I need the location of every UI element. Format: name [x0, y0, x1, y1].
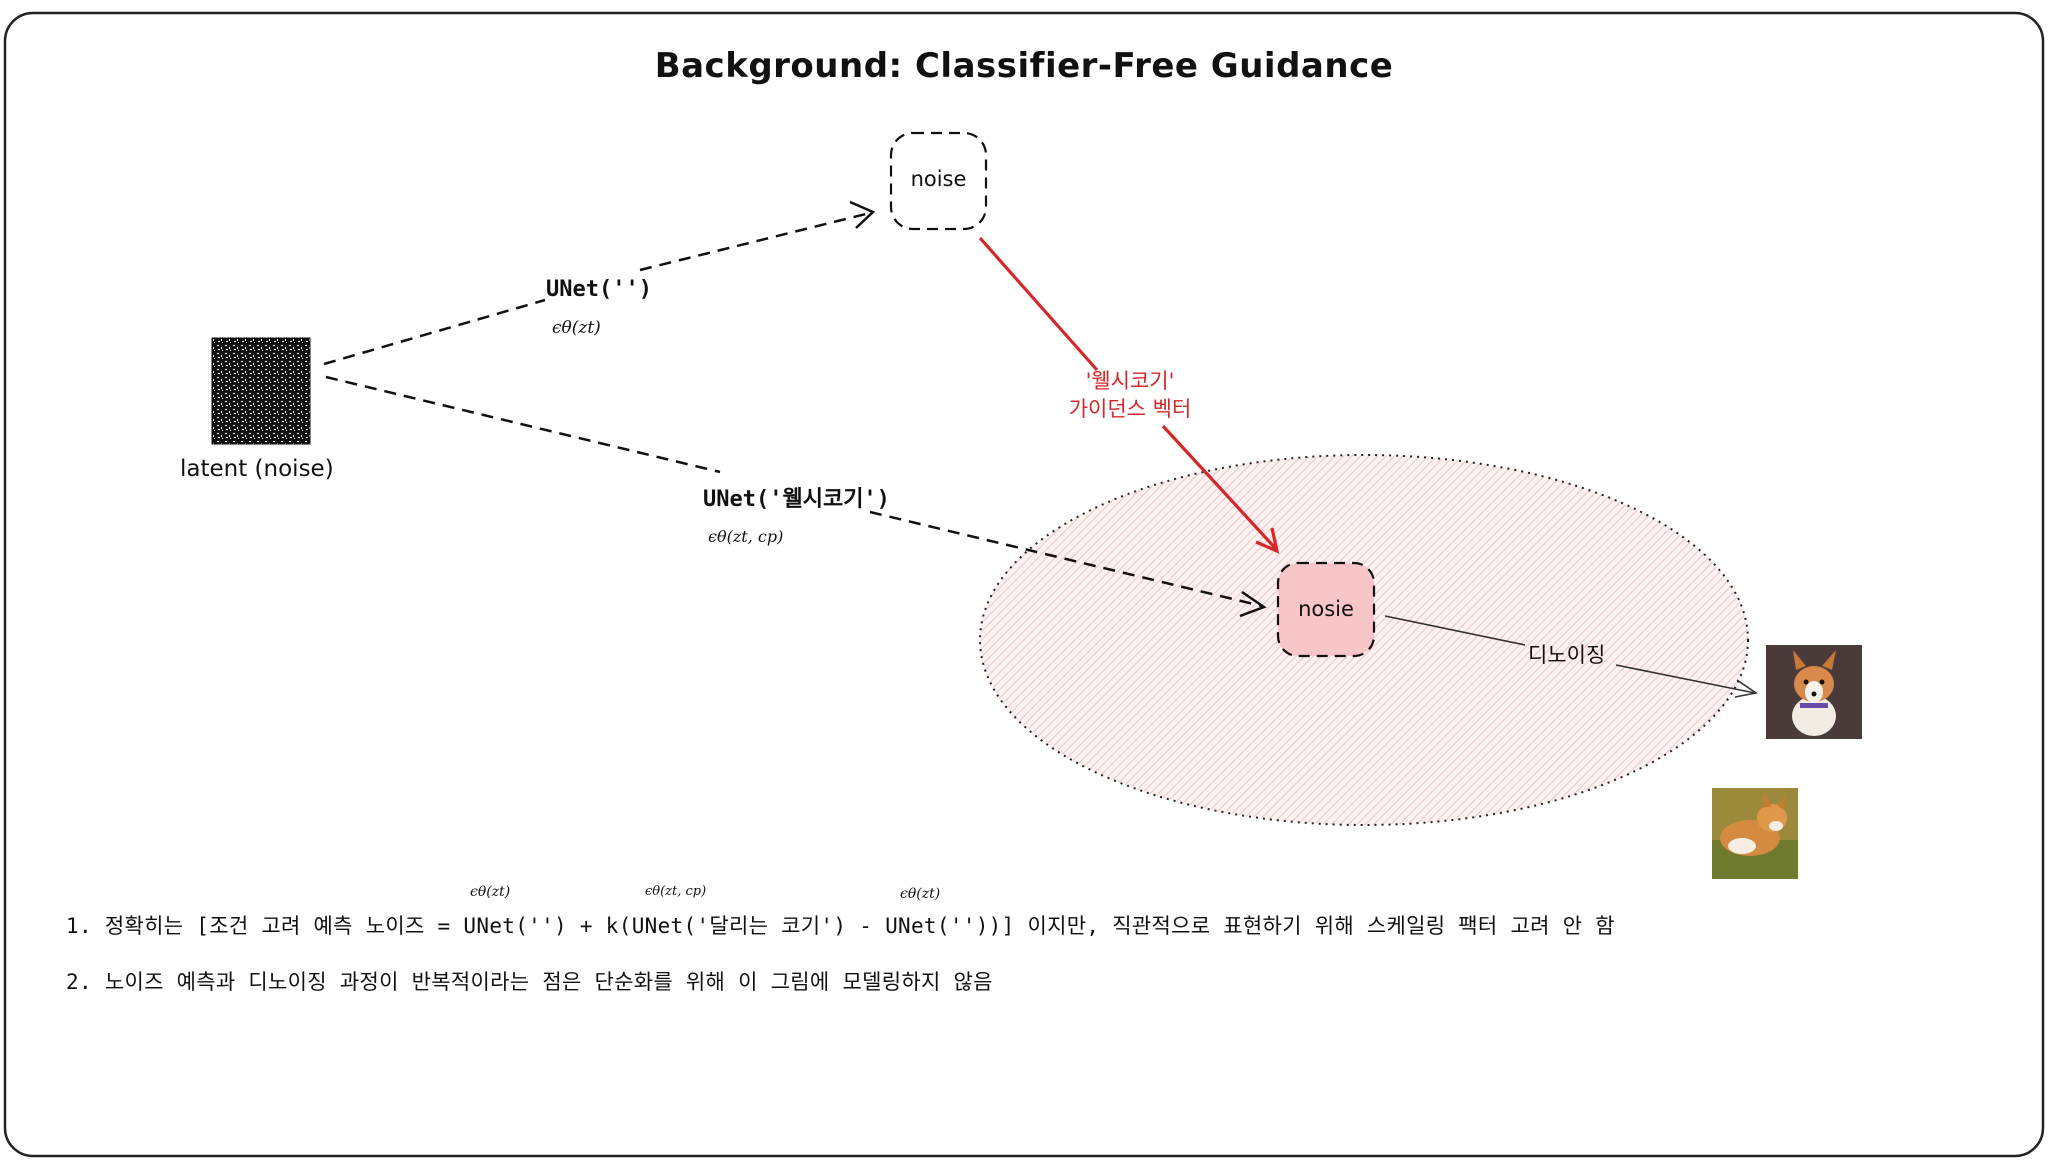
note-formula-2: ϵθ(zt, cp) [645, 884, 706, 899]
note-formula-1: ϵθ(zt) [470, 884, 510, 900]
uncond-unet-label: UNet('') [546, 277, 652, 302]
latent-noise-image [212, 338, 310, 444]
guidance-vector-label: '웰시코기' 가이던스 벡터 [1040, 367, 1220, 423]
diagram-title: Background: Classifier-Free Guidance [0, 46, 2048, 86]
cond-formula: ϵθ(zt, cp) [708, 527, 783, 546]
corgi-running-image [1712, 788, 1798, 879]
noise-box-label: noise [891, 167, 986, 191]
corgi-sitting-image [1766, 645, 1862, 739]
nosie-box-label: nosie [1278, 597, 1374, 621]
footnote-2: 2. 노이즈 예측과 디노이징 과정이 반복적이라는 점은 단순화를 위해 이 … [66, 966, 1615, 996]
footnotes: 1. 정확히는 [조건 고려 예측 노이즈 = UNet('') + k(UNe… [66, 910, 1615, 996]
note-formula-3: ϵθ(zt) [900, 886, 940, 902]
cond-unet-label: UNet('웰시코기') [703, 481, 890, 513]
guidance-line-1: '웰시코기' [1040, 367, 1220, 395]
latent-label: latent (noise) [180, 456, 334, 482]
denoise-label: 디노이징 [1528, 639, 1605, 669]
guidance-line-2: 가이던스 벡터 [1040, 395, 1220, 423]
footnote-1: 1. 정확히는 [조건 고려 예측 노이즈 = UNet('') + k(UNe… [66, 910, 1615, 940]
uncond-formula: ϵθ(zt) [552, 318, 601, 338]
